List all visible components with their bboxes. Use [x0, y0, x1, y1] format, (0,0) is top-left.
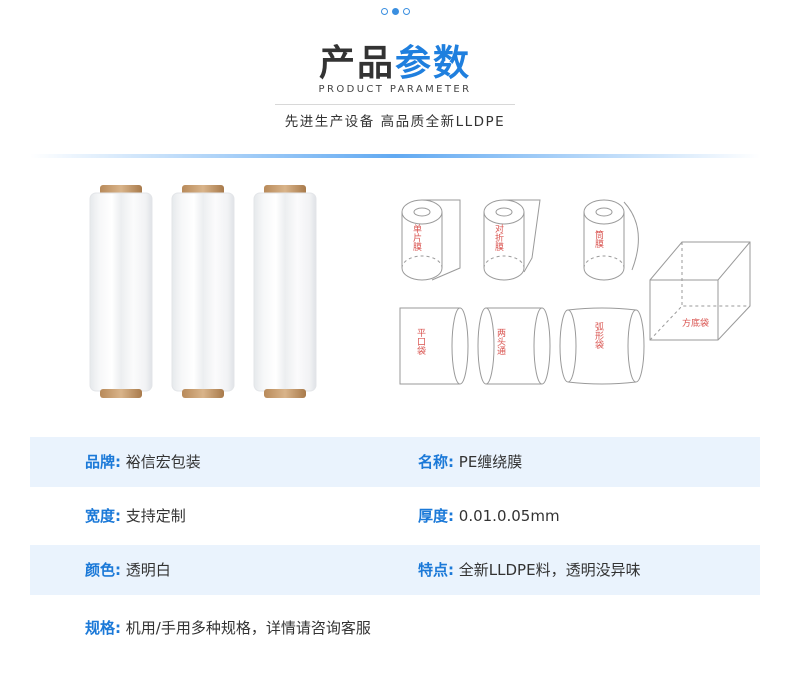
- carousel-dot[interactable]: [402, 8, 410, 15]
- spec-label: 规格:: [85, 619, 121, 637]
- carousel-dot-active[interactable]: [391, 8, 399, 15]
- film-roll: [253, 185, 317, 398]
- carousel-dots: [0, 8, 790, 15]
- product-rolls-image: [89, 185, 317, 398]
- single-film-diagram: [401, 199, 461, 281]
- spec-value: 机用/手用多种规格，详情请咨询客服: [125, 619, 371, 637]
- feature-value: 全新LLDPE料，透明没异味: [458, 561, 641, 579]
- width-cell: 宽度: 支持定制: [85, 491, 186, 541]
- brand-cell: 品牌: 裕信宏包装: [85, 437, 201, 487]
- thickness-label: 厚度:: [418, 507, 454, 525]
- divider: [275, 104, 515, 105]
- label-folded-film: 对折膜: [493, 223, 504, 252]
- label-square-bottom-bag: 方底袋: [682, 317, 709, 329]
- folded-film-diagram: [483, 199, 541, 281]
- color-value: 透明白: [125, 561, 171, 579]
- double-head-bag-diagram: [477, 307, 551, 385]
- color-label: 颜色:: [85, 561, 121, 579]
- name-value: PE缠绕膜: [458, 453, 523, 471]
- color-cell: 颜色: 透明白: [85, 545, 171, 595]
- film-roll: [171, 185, 235, 398]
- glow-divider: [30, 154, 760, 158]
- label-double-head-bag: 两头通: [495, 328, 506, 356]
- width-label: 宽度:: [85, 507, 121, 525]
- thickness-cell: 厚度: 0.01.0.05mm: [418, 491, 560, 541]
- label-tube-film: 筒膜: [593, 229, 604, 249]
- feature-cell: 特点: 全新LLDPE料，透明没异味: [418, 545, 641, 595]
- spec-row: 规格: 机用/手用多种规格，详情请咨询客服: [30, 603, 760, 653]
- square-bottom-bag-diagram: [649, 241, 751, 341]
- film-roll: [89, 185, 153, 398]
- name-cell: 名称: PE缠绕膜: [418, 437, 522, 487]
- flat-bag-diagram: [399, 307, 469, 385]
- tube-film-diagram: [583, 199, 639, 281]
- spec-cell: 规格: 机用/手用多种规格，详情请咨询客服: [85, 603, 371, 653]
- label-single-film: 单片膜: [411, 223, 422, 252]
- arc-bag-diagram: [559, 307, 645, 385]
- brand-value: 裕信宏包装: [125, 453, 201, 471]
- slogan: 先进生产设备 高品质全新LLDPE: [284, 114, 506, 130]
- spec-row: 宽度: 支持定制 厚度: 0.01.0.05mm: [30, 491, 760, 541]
- label-flat-bag: 平口袋: [415, 328, 426, 355]
- section-title: 产品参数: [0, 34, 790, 86]
- feature-label: 特点:: [418, 561, 454, 579]
- section-subtitle: PRODUCT PARAMETER: [318, 84, 472, 95]
- title-part-dark: 产品: [318, 43, 395, 84]
- name-label: 名称:: [418, 453, 454, 471]
- title-part-blue: 参数: [395, 43, 472, 84]
- spec-row: 品牌: 裕信宏包装 名称: PE缠绕膜: [30, 437, 760, 487]
- brand-label: 品牌:: [85, 453, 121, 471]
- carousel-dot[interactable]: [380, 8, 388, 15]
- bag-types-diagram: 单片膜 对折膜 筒膜 方底袋 平口袋 两: [399, 199, 751, 385]
- spec-row: 颜色: 透明白 特点: 全新LLDPE料，透明没异味: [30, 545, 760, 595]
- thickness-value: 0.01.0.05mm: [458, 507, 560, 525]
- label-arc-bag: 弧形袋: [593, 321, 604, 349]
- width-value: 支持定制: [125, 507, 186, 525]
